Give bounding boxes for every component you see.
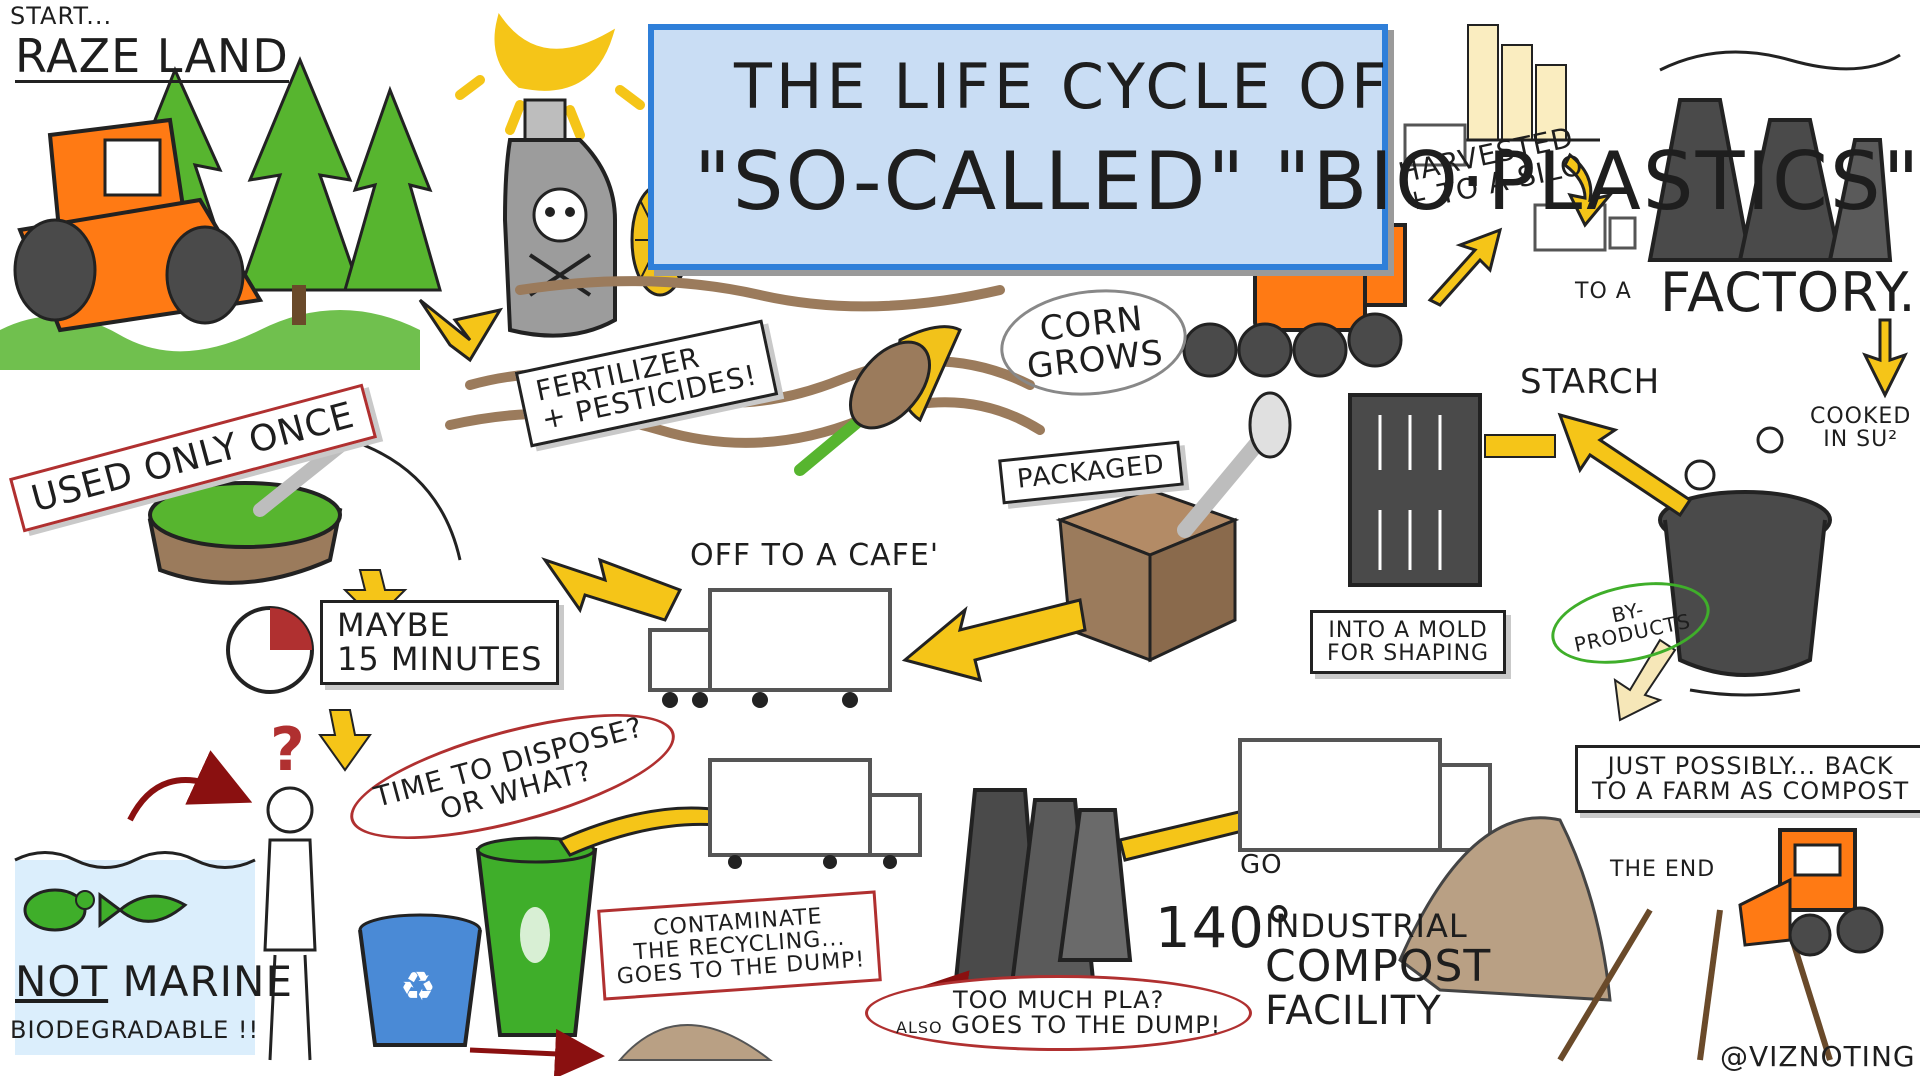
truck-icon <box>648 588 892 708</box>
svg-text:♻: ♻ <box>400 964 436 1010</box>
person-icon: ? <box>263 715 317 1061</box>
start-label: START... <box>10 2 113 30</box>
flow-arrow <box>418 298 504 363</box>
not-marine-label: NOT MARINE <box>15 957 293 1006</box>
compost-line1: INDUSTRIAL <box>1265 907 1468 945</box>
raze-land-label: RAZE LAND <box>15 29 289 84</box>
flow-arrow <box>1427 227 1503 307</box>
box-icon <box>1055 391 1292 663</box>
flow-arrow <box>541 557 683 622</box>
pot-icon <box>1658 426 1832 697</box>
compost-line3: FACILITY <box>1265 987 1442 1034</box>
flow-arrow <box>1613 638 1677 722</box>
too-much-also: ALSO <box>896 1018 943 1038</box>
the-end-label: THE END <box>1610 857 1716 882</box>
sun-icon <box>455 13 645 140</box>
go-label: GO <box>1240 850 1283 880</box>
cup-icon <box>475 836 598 1037</box>
dirt-pile-icon <box>1398 816 1612 1002</box>
flow-arrow <box>469 1028 605 1076</box>
maybe-label: MAYBE 15 MINUTES <box>320 600 560 686</box>
to-a-label: TO A <box>1575 279 1632 304</box>
cooked-label: COOKED IN SU² <box>1810 405 1911 451</box>
fish-icon <box>98 892 188 928</box>
recycle-bin-icon: ♻ <box>358 913 482 1047</box>
tractor-icon <box>1738 828 1884 957</box>
flow-arrow <box>1563 152 1615 228</box>
bulldozer-icon <box>13 117 264 333</box>
truck-icon <box>708 758 922 869</box>
contaminate-label: CONTAMINATE THE RECYCLING... GOES TO THE… <box>597 890 882 1001</box>
corn-icon <box>794 325 962 476</box>
too-much-line2: GOES TO THE DUMP! <box>951 1011 1222 1040</box>
maybe-line2: 15 MINUTES <box>337 639 543 678</box>
truck-icon <box>1238 738 1492 852</box>
cooked-line2: IN SU² <box>1823 427 1899 453</box>
silo-icon <box>1440 24 1600 142</box>
svg-text:?: ? <box>270 715 305 785</box>
razed-land-scene <box>0 56 442 370</box>
compost-farm-label: JUST POSSIBLY... BACK TO A FARM AS COMPO… <box>1575 745 1920 814</box>
compost-line2: COMPOST <box>1265 940 1492 992</box>
possibly-line1: JUST POSSIBLY... BACK <box>1607 752 1894 780</box>
clock-icon <box>226 606 314 694</box>
credit-label: @VIZNOTING <box>1720 1040 1916 1073</box>
mold-icon <box>1348 393 1482 587</box>
title-box: THE LIFE CYCLE OF "SO-CALLED" "BiO·PLAST… <box>648 24 1919 270</box>
mold-line1: INTO A MOLD <box>1328 618 1488 643</box>
possibly-line2: TO A FARM AS COMPOST <box>1592 777 1910 806</box>
not-marine-rest: MARINE <box>122 957 293 1006</box>
turtle-icon <box>23 888 95 932</box>
maybe-line1: MAYBE <box>337 606 451 644</box>
dirt-pile-icon <box>617 1024 773 1061</box>
cafe-label: OFF TO A CAFE' <box>690 538 940 573</box>
flow-arrow <box>1557 412 1693 518</box>
factory-icon <box>1647 50 1901 262</box>
skull-icon <box>528 187 592 297</box>
compost-facility-label: INDUSTRIAL COMPOST FACILITY <box>1265 907 1492 1034</box>
cooked-line1: COOKED <box>1810 404 1912 429</box>
flow-arrow <box>1862 318 1908 399</box>
biodegradable-label: BIODEGRADABLE !! <box>10 1016 260 1044</box>
factory-label: FACTORY. <box>1660 261 1917 324</box>
too-much-line1: TOO MUCH PLA? <box>952 986 1165 1014</box>
title-line2: "SO-CALLED" "BiO·PLASTiCS" <box>694 135 1920 228</box>
mold-label: INTO A MOLD FOR SHAPING <box>1310 610 1507 675</box>
marine-area <box>14 750 256 1055</box>
too-much-pla-label: TOO MUCH PLA? ALSO GOES TO THE DUMP! <box>865 975 1253 1052</box>
mold-line2: FOR SHAPING <box>1327 641 1490 667</box>
tree-icon <box>343 85 442 292</box>
title-line1: THE LIFE CYCLE OF <box>734 50 1391 123</box>
flow-arrow <box>901 598 1087 683</box>
starch-label: STARCH <box>1520 362 1661 402</box>
flow-arrow <box>318 709 372 772</box>
tree-icon <box>237 56 363 325</box>
bottle-icon <box>502 98 617 338</box>
not-marine-not: NOT <box>15 957 109 1006</box>
compost-temp-label: 140° <box>1155 896 1294 961</box>
